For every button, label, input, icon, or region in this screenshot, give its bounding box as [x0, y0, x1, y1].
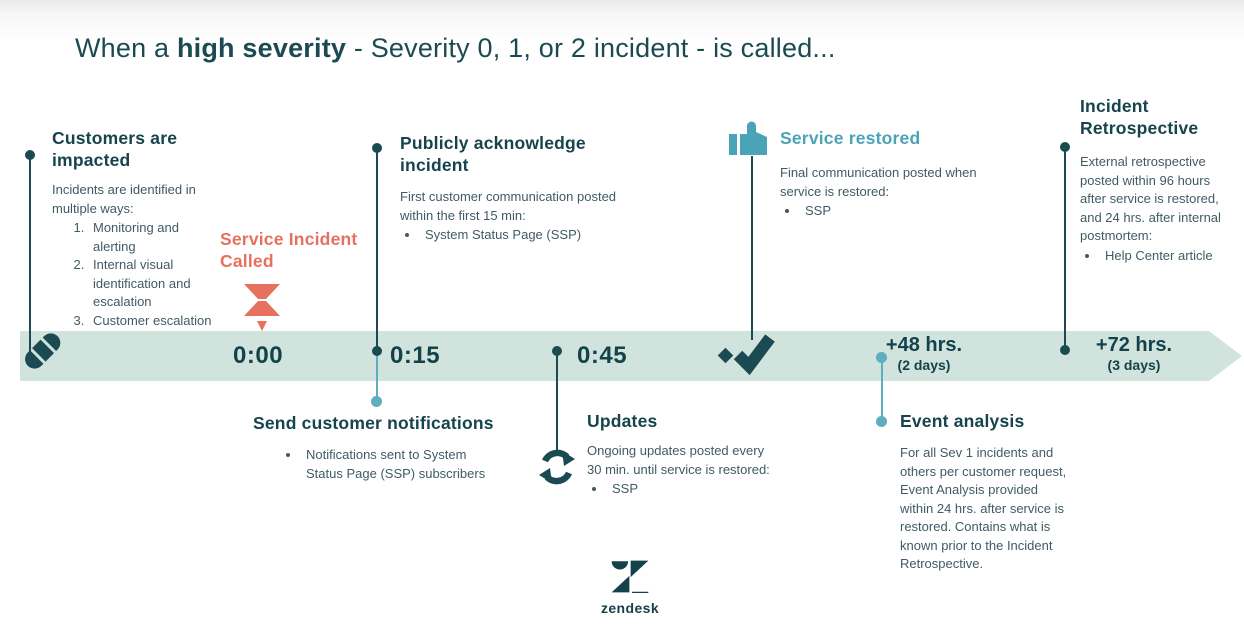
title-prefix: When a	[75, 33, 177, 63]
brand-footer: zendesk	[592, 560, 668, 616]
refresh-icon	[537, 447, 577, 487]
list-item: Customer escalation	[88, 312, 220, 331]
tick-0-00: 0:00	[233, 342, 284, 369]
event-list: SSP	[587, 480, 779, 499]
event-intro: Incidents are identified in multiple way…	[52, 182, 196, 216]
event-list: SSP	[780, 202, 980, 221]
event-updates: Updates Ongoing updates posted every 30 …	[587, 410, 787, 499]
timeline-dot-teal	[371, 396, 382, 407]
timeline-dot	[552, 346, 562, 356]
title-suffix: - Severity 0, 1, or 2 incident - is call…	[346, 33, 836, 63]
event-list: Help Center article	[1080, 247, 1236, 266]
timeline-dot-teal	[876, 352, 887, 363]
connector-incident-retrospective	[1064, 147, 1066, 351]
timeline-dot-teal	[876, 416, 887, 427]
list-item: System Status Page (SSP)	[420, 226, 645, 245]
connector-customers-impacted	[29, 155, 31, 352]
timeline-dot	[25, 150, 35, 160]
header-gradient	[0, 0, 1244, 42]
tick-48hrs-label: +48 hrs.	[885, 334, 963, 356]
event-body: For all Sev 1 incidents and others per c…	[900, 445, 1067, 571]
timeline-band	[20, 331, 1242, 381]
tick-72hrs-label: +72 hrs.	[1095, 334, 1173, 356]
list-item: Internal visual identification and escal…	[88, 256, 220, 312]
connector-event-analysis	[881, 358, 883, 423]
tick-72hrs-sub: (3 days)	[1107, 357, 1161, 373]
thumbs-up-icon	[729, 120, 769, 162]
connector-send-notifications	[376, 352, 378, 402]
event-service-restored: Service restored Final communication pos…	[780, 127, 990, 221]
tick-48hrs-sub: (2 days)	[897, 357, 951, 373]
event-title: Incident Retrospective	[1080, 96, 1199, 138]
event-publicly-acknowledge: Publicly acknowledge incident First cust…	[400, 132, 655, 245]
list-item: Notifications sent to System Status Page…	[301, 446, 503, 483]
timeline-dot	[1060, 142, 1070, 152]
brand-wordmark: zendesk	[600, 600, 660, 616]
pushpin-icon	[243, 284, 281, 332]
event-intro: Final communication posted when service …	[780, 165, 977, 199]
event-title: Service Incident Called	[220, 229, 358, 271]
event-list: Monitoring and alerting Internal visual …	[52, 219, 220, 330]
event-list: System Status Page (SSP)	[400, 226, 645, 245]
bandage-icon	[19, 328, 65, 374]
list-item: Monitoring and alerting	[88, 219, 220, 256]
tick-0-45: 0:45	[577, 342, 628, 369]
connector-publicly-acknowledge	[376, 148, 378, 352]
page-title: When a high severity - Severity 0, 1, or…	[75, 33, 836, 64]
connector-service-restored	[751, 156, 753, 340]
tick-72hrs: +72 hrs. (3 days)	[1086, 335, 1182, 375]
event-intro: Ongoing updates posted every 30 min. unt…	[587, 443, 770, 477]
event-intro: First customer communication posted with…	[400, 189, 617, 223]
timeline-dot	[1060, 345, 1070, 355]
tick-48hrs: +48 hrs. (2 days)	[878, 335, 970, 375]
connector-updates	[556, 352, 558, 452]
event-title: Customers are impacted	[52, 128, 178, 170]
event-title: Updates	[587, 411, 658, 431]
tick-0-15: 0:15	[390, 342, 441, 369]
event-event-analysis: Event analysis For all Sev 1 incidents a…	[900, 410, 1080, 574]
check-icon	[717, 331, 775, 377]
event-service-incident-called: Service Incident Called	[220, 228, 370, 272]
event-list: Notifications sent to System Status Page…	[281, 446, 503, 483]
event-title: Event analysis	[900, 411, 1025, 431]
title-emphasis: high severity	[176, 33, 347, 63]
list-item: SSP	[607, 480, 779, 499]
event-send-notifications: Send customer notifications Notification…	[253, 412, 513, 483]
event-title: Send customer notifications	[253, 413, 494, 433]
event-incident-retrospective: Incident Retrospective External retrospe…	[1080, 95, 1244, 265]
timeline-dot	[372, 346, 382, 356]
event-intro: External retrospective posted within 96 …	[1080, 154, 1221, 243]
event-title: Service restored	[780, 128, 921, 148]
list-item: Help Center article	[1100, 247, 1236, 266]
event-customers-impacted: Customers are impacted Incidents are ide…	[52, 127, 232, 330]
list-item: SSP	[800, 202, 980, 221]
timeline-dot	[372, 143, 382, 153]
event-title: Publicly acknowledge incident	[400, 133, 586, 175]
zendesk-logo-icon	[611, 560, 649, 593]
